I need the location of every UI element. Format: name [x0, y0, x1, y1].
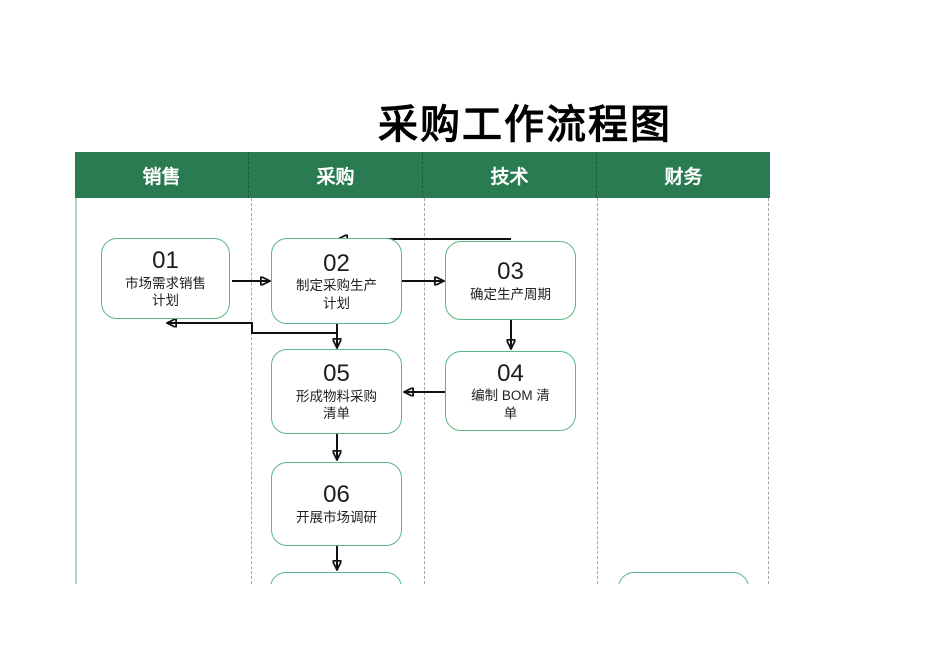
flow-node-05[interactable]: 05 形成物料采购清单	[271, 349, 402, 434]
flow-node-01[interactable]: 01 市场需求销售计划	[101, 238, 230, 319]
flow-node-finance-cropped[interactable]	[618, 572, 749, 584]
node-number: 05	[323, 360, 350, 388]
flow-node-02[interactable]: 02 制定采购生产计划	[271, 238, 402, 324]
lane-header-technology: 技术	[423, 152, 597, 198]
node-label: 开展市场调研	[296, 510, 377, 526]
flow-node-04[interactable]: 04 编制 BOM 清单	[445, 351, 576, 431]
node-label: 制定采购生产计划	[296, 278, 377, 311]
flow-node-06[interactable]: 06 开展市场调研	[271, 462, 402, 546]
lane-header-finance: 财务	[664, 166, 703, 188]
flow-node-03[interactable]: 03 确定生产周期	[445, 241, 576, 320]
table-left-border	[75, 198, 77, 584]
lane-header-sales: 销售	[75, 152, 249, 198]
lane-divider-1	[251, 198, 252, 584]
node-label: 确定生产周期	[470, 286, 551, 302]
node-number: 03	[497, 257, 524, 285]
node-label: 市场需求销售计划	[125, 275, 206, 309]
lane-header-procurement: 采购	[249, 152, 423, 198]
node-number: 01	[152, 247, 179, 275]
lane-divider-3	[597, 198, 598, 584]
flow-node-07-cropped[interactable]	[270, 572, 402, 584]
swimlane-header: 销售 采购 技术 财务	[75, 152, 770, 198]
node-number: 06	[323, 481, 350, 509]
node-number: 04	[497, 359, 524, 387]
lane-divider-2	[424, 198, 425, 584]
page-title: 采购工作流程图	[378, 103, 672, 147]
node-label: 形成物料采购清单	[296, 388, 377, 422]
node-number: 02	[323, 249, 350, 277]
lane-divider-4	[768, 198, 769, 584]
node-label: 编制 BOM 清单	[471, 388, 550, 421]
